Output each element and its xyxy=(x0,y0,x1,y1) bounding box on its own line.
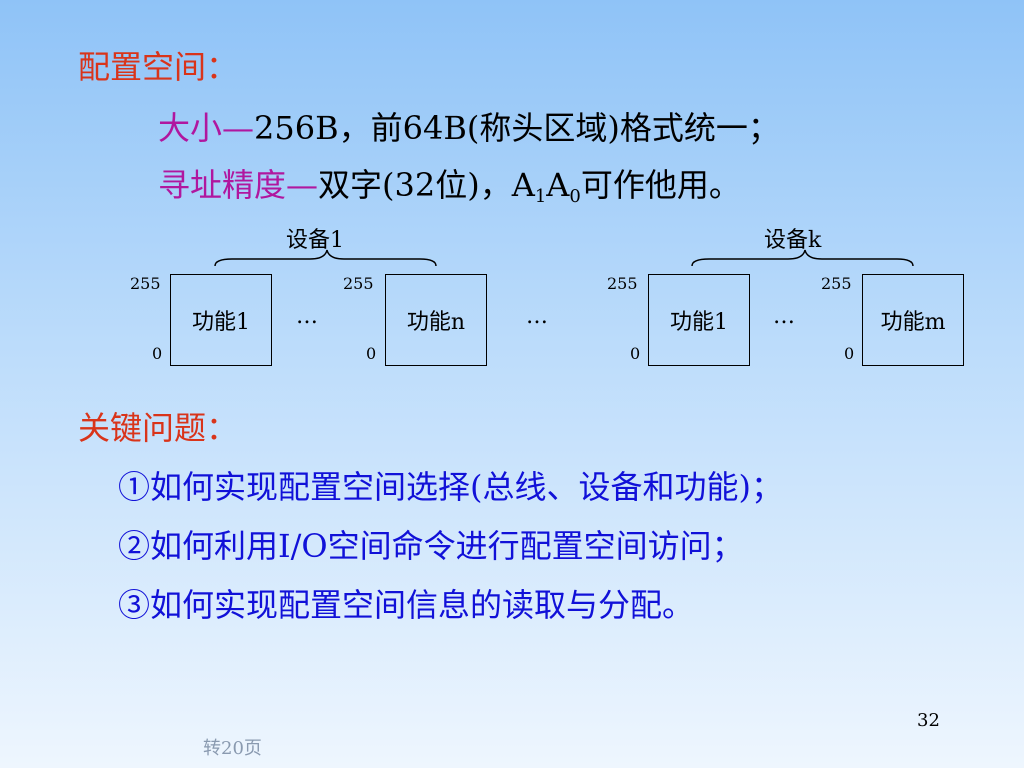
range-bottom-label: 0 xyxy=(844,344,855,363)
addressing-label: 寻址精度— xyxy=(158,166,319,204)
size-text: 256B，前64B(称头区域)格式统一； xyxy=(254,109,780,147)
size-line: 大小—256B，前64B(称头区域)格式统一； xyxy=(158,103,780,149)
function-box: 功能1 xyxy=(170,274,272,366)
devicek-brace xyxy=(691,249,914,267)
device-1-label: 设备1 xyxy=(286,228,344,253)
size-label: 大小— xyxy=(158,109,255,147)
config-space-heading: 配置空间： xyxy=(78,48,239,86)
question-item: ①如何实现配置空间选择(总线、设备和功能)； xyxy=(118,468,783,506)
key-issues-heading: 关键问题： xyxy=(78,409,239,447)
ellipsis: … xyxy=(296,304,318,329)
device-k-label: 设备k xyxy=(764,228,822,253)
range-bottom-label: 0 xyxy=(152,344,163,363)
device-braces xyxy=(214,249,914,267)
range-top-label: 255 xyxy=(821,274,852,293)
addressing-text: 双字(32位)， xyxy=(318,166,512,204)
function-box: 功能m xyxy=(862,274,964,366)
function-box: 功能1 xyxy=(648,274,750,366)
ellipsis: … xyxy=(526,304,548,329)
range-bottom-label: 0 xyxy=(366,344,377,363)
function-box: 功能n xyxy=(385,274,487,366)
range-bottom-label: 0 xyxy=(630,344,641,363)
question-item: ②如何利用I/O空间命令进行配置空间访问； xyxy=(118,527,744,565)
range-top-label: 255 xyxy=(343,274,374,293)
question-item: ③如何实现配置空间信息的读取与分配。 xyxy=(118,586,695,624)
range-top-label: 255 xyxy=(130,274,161,293)
jump-page-link[interactable]: 转20页 xyxy=(203,738,262,759)
range-top-label: 255 xyxy=(607,274,638,293)
device1-brace xyxy=(214,249,437,267)
page-number: 32 xyxy=(917,710,940,731)
ellipsis: … xyxy=(773,304,795,329)
addressing-line: 寻址精度—双字(32位)，A1A0可作他用。 xyxy=(158,166,741,207)
